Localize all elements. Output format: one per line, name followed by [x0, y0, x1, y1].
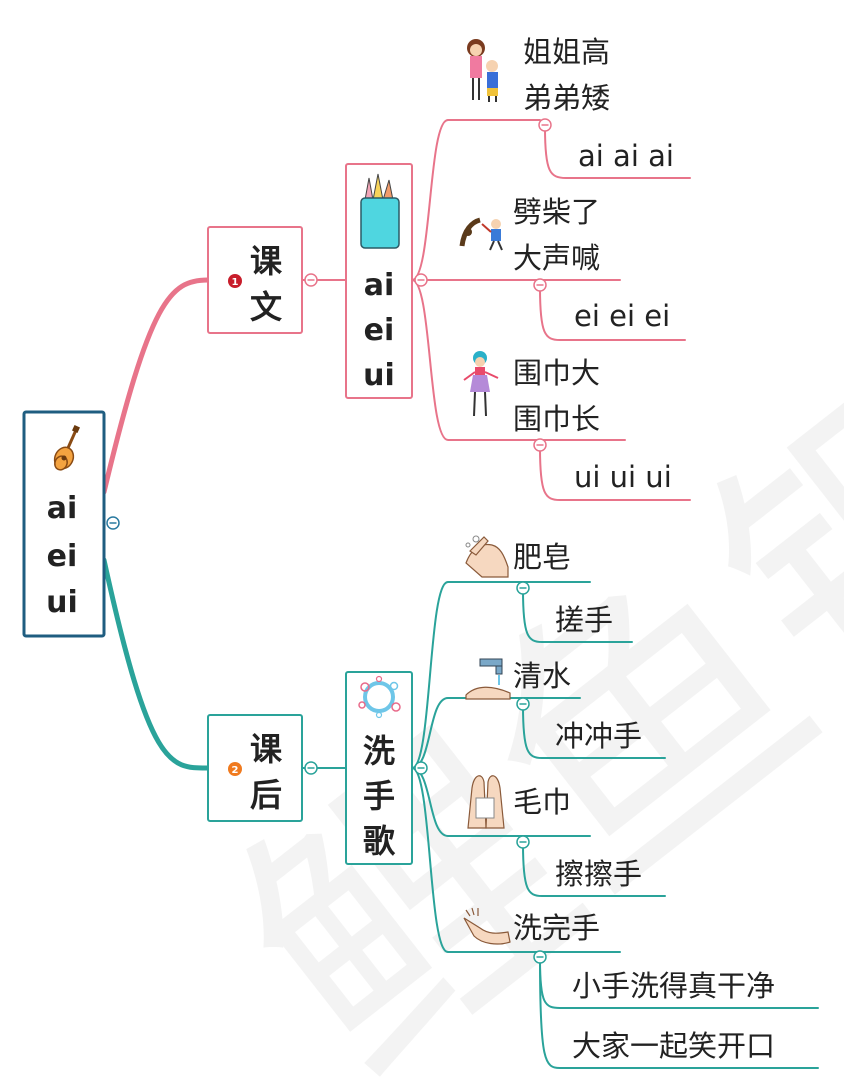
kewen-leaf-aiaiai[interactable]: ai ai ai	[578, 139, 674, 173]
kewen-child-3-line-2: 围巾长	[513, 402, 600, 436]
kewen-sub-label-1: ai	[364, 268, 395, 303]
kewen-child-2-line-1: 劈柴了	[513, 195, 600, 229]
connector-root-kewen	[101, 277, 211, 495]
branch-kehou-label-1: 课	[250, 730, 283, 768]
branch-kewen-label-1: 课	[250, 242, 283, 280]
connector-leaf-dajia	[539, 959, 819, 1069]
kehou-child-4[interactable]: 洗完手	[463, 907, 600, 945]
kehou-sub-label-1: 洗	[363, 732, 395, 770]
kehou-leaf-chongchongshou[interactable]: 冲冲手	[555, 719, 642, 753]
kehou-collapse-toggle[interactable]	[304, 761, 318, 775]
chopping-wood-icon	[459, 217, 503, 251]
kewen-leaf-eieiei[interactable]: ei ei ei	[574, 299, 670, 333]
branch-kewen-label-2: 文	[250, 288, 282, 326]
kehou-child-2[interactable]: 清水	[465, 658, 571, 700]
connector-leaf-cuoshou	[522, 589, 633, 643]
branch-kehou-label-2: 后	[250, 776, 282, 814]
kehou-sub-node[interactable]: 洗 手 歌	[345, 671, 413, 865]
connector-leaf-uiuiui	[539, 447, 691, 501]
kewen-child-3-toggle[interactable]	[533, 438, 547, 452]
kewen-child-1-line-2: 弟弟矮	[523, 81, 610, 115]
kehou-child-2-toggle[interactable]	[516, 697, 530, 711]
root-node[interactable]: ai ei ui	[22, 410, 106, 638]
guitar-icon	[53, 425, 80, 471]
kehou-sub-label-3: 歌	[363, 822, 396, 860]
kehou-leaf-cacashou[interactable]: 擦擦手	[555, 857, 642, 891]
root-label-line-1: ai	[47, 491, 78, 526]
kewen-sub-collapse-toggle[interactable]	[414, 273, 428, 287]
kewen-sub-node[interactable]: ai ei ui	[345, 163, 413, 399]
connector-root-kehou	[101, 557, 211, 771]
root-label-line-3: ui	[46, 585, 78, 620]
kids-height-icon	[467, 39, 498, 102]
connectors-kewen-children	[411, 119, 691, 501]
kehou-sub-collapse-toggle[interactable]	[414, 761, 428, 775]
kehou-sub-label-2: 手	[363, 777, 395, 815]
connector-leaf-chongchongshou	[522, 705, 666, 759]
kehou-leaf-cuoshou[interactable]: 搓手	[555, 603, 613, 637]
pencil-cup-icon	[360, 173, 400, 249]
kehou-leaf-dajia[interactable]: 大家一起笑开口	[572, 1029, 775, 1063]
kewen-child-2-line-2: 大声喊	[513, 241, 600, 275]
soap-bubbles-icon	[358, 675, 401, 719]
connector-kehou-child-1	[411, 581, 591, 769]
kewen-child-3-line-1: 围巾大	[513, 356, 600, 390]
branch-kewen-node[interactable]: 1 课 文	[207, 226, 303, 334]
kewen-child-1[interactable]: 姐姐高 弟弟矮	[467, 35, 610, 115]
kewen-child-1-line-1: 姐姐高	[523, 35, 610, 69]
kewen-collapse-toggle[interactable]	[304, 273, 318, 287]
kewen-child-2-toggle[interactable]	[533, 278, 547, 292]
towel-icon	[467, 775, 505, 829]
kehou-leaf-xiaoshou[interactable]: 小手洗得真干净	[572, 969, 775, 1003]
kehou-child-4-line-1: 洗完手	[513, 911, 600, 945]
kewen-child-1-toggle[interactable]	[538, 118, 552, 132]
root-collapse-toggle[interactable]	[106, 516, 120, 530]
kewen-child-3[interactable]: 围巾大 围巾长	[463, 351, 600, 436]
kewen-leaf-uiuiui[interactable]: ui ui ui	[574, 460, 672, 494]
connector-kehou-child-4	[411, 767, 621, 953]
connector-kewen-child-3	[411, 279, 626, 441]
faucet-icon	[465, 658, 511, 700]
kehou-child-3-toggle[interactable]	[516, 835, 530, 849]
connector-kewen-child-1	[411, 119, 541, 281]
kewen-sub-label-2: ei	[364, 313, 395, 348]
kehou-child-3[interactable]: 毛巾	[467, 775, 571, 829]
kewen-child-2[interactable]: 劈柴了 大声喊	[459, 195, 600, 275]
kehou-child-2-line-1: 清水	[513, 659, 571, 693]
priority-badge-2	[228, 762, 242, 776]
soap-hands-icon	[465, 535, 509, 578]
branch-kehou-node[interactable]: 2 课 后	[207, 714, 303, 822]
connectors-kehou-children	[411, 581, 819, 1069]
kehou-child-1[interactable]: 肥皂	[465, 535, 571, 578]
kehou-child-1-line-1: 肥皂	[513, 540, 571, 574]
connectors	[101, 119, 819, 1069]
kewen-sub-label-3: ui	[363, 358, 395, 393]
kehou-child-1-toggle[interactable]	[516, 581, 530, 595]
connector-leaf-eieiei	[539, 287, 686, 341]
clean-hands-icon	[463, 907, 511, 945]
connector-leaf-cacashou	[522, 843, 666, 897]
root-label-line-2: ei	[47, 539, 78, 574]
kehou-child-4-toggle[interactable]	[533, 950, 547, 964]
priority-badge-1-text: 1	[232, 277, 239, 288]
connector-leaf-aiaiai	[544, 127, 691, 179]
priority-badge-2-text: 2	[232, 765, 239, 776]
priority-badge-1	[228, 274, 242, 288]
kehou-child-3-line-1: 毛巾	[513, 785, 571, 819]
skating-girl-icon	[463, 351, 499, 417]
